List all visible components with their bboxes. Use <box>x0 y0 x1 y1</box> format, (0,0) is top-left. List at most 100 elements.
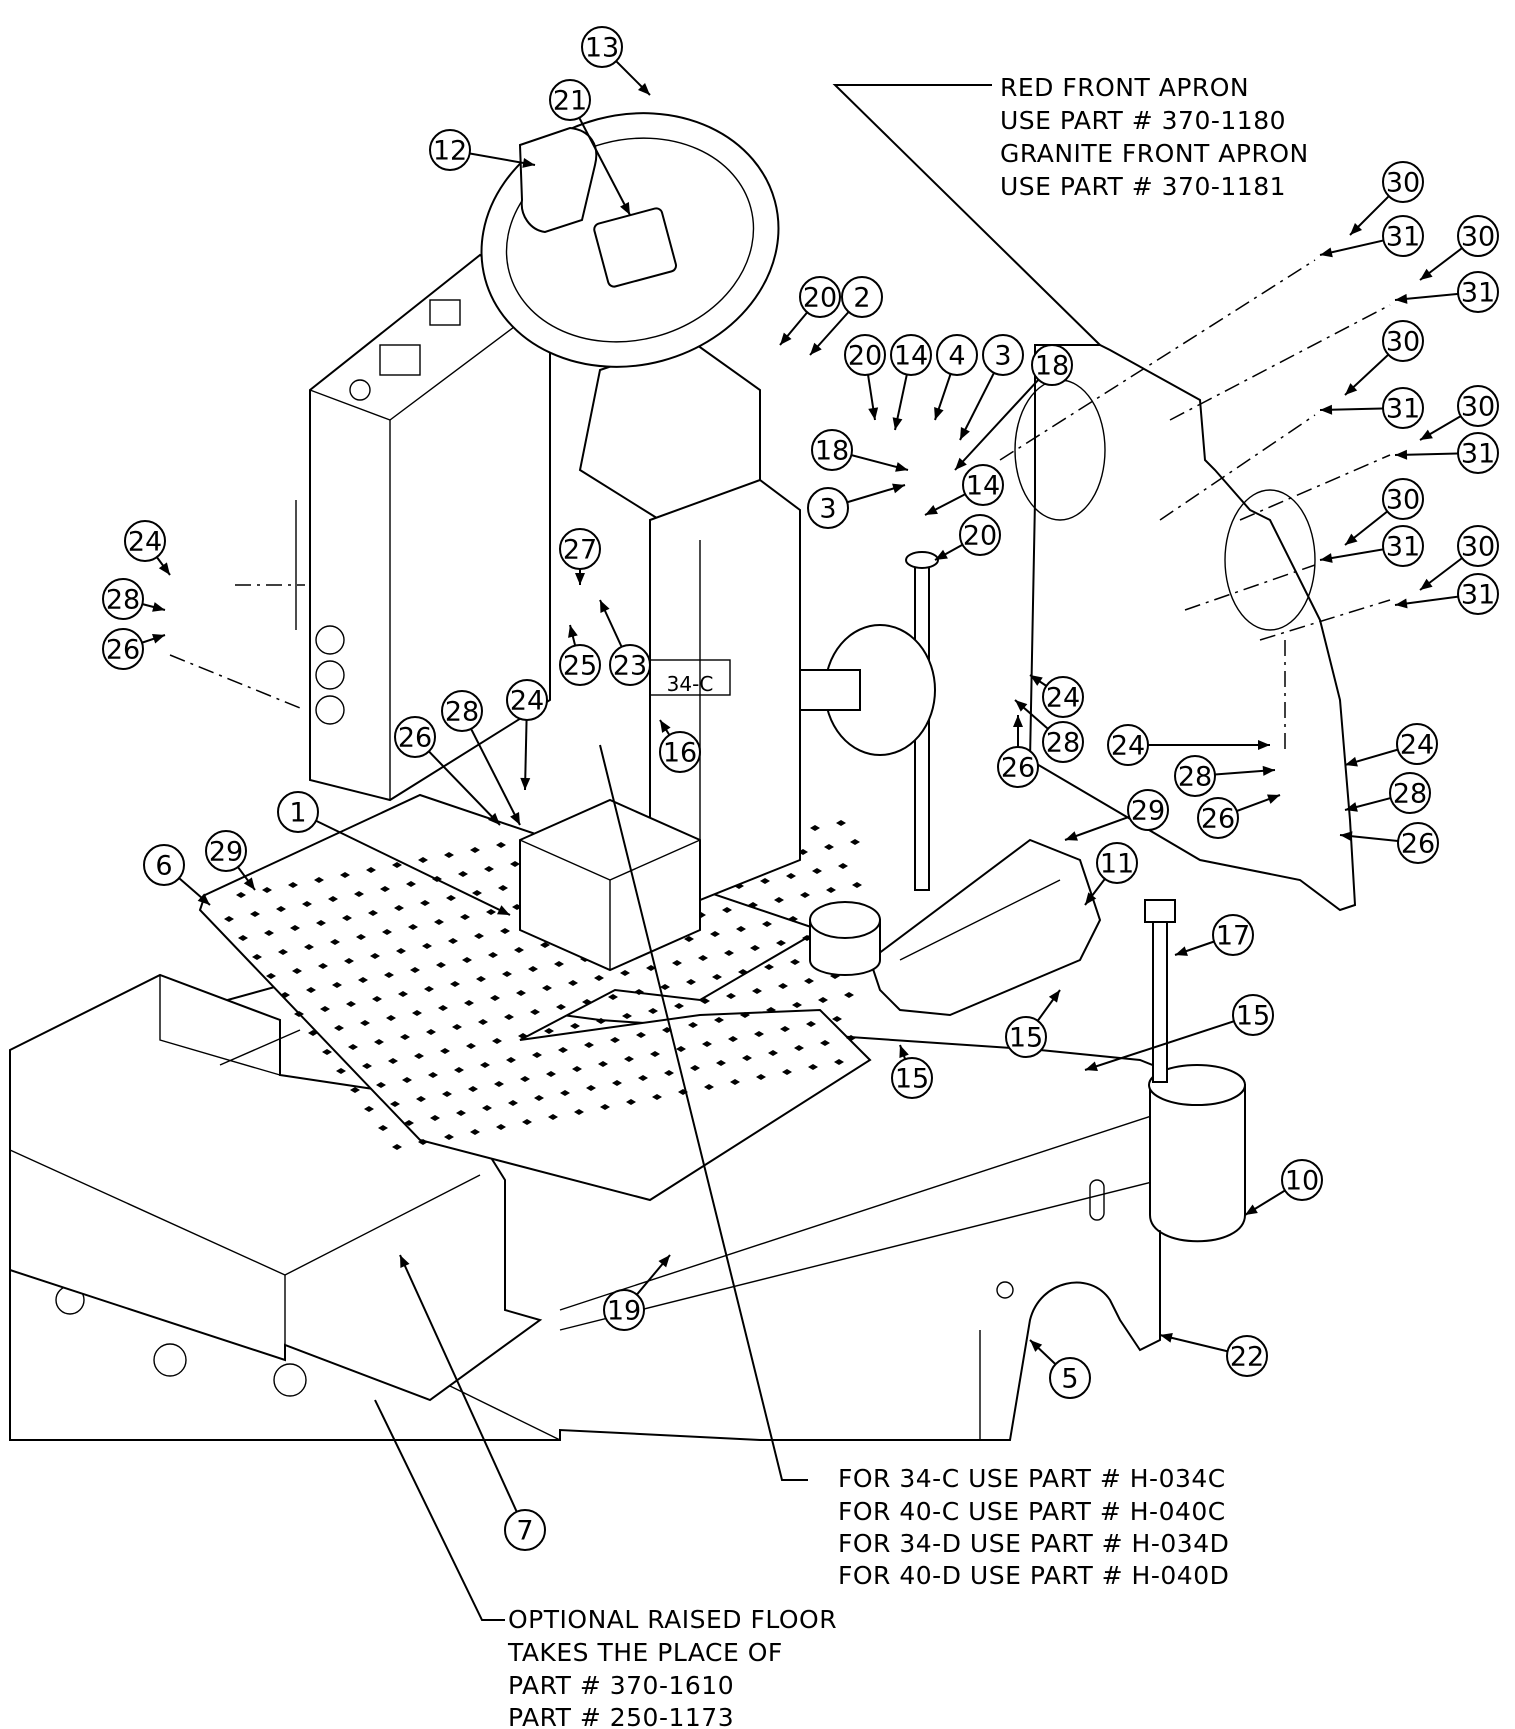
apron-note-line-1: RED FRONT APRON <box>1000 73 1249 102</box>
tread-diamond <box>330 939 340 945</box>
note-model-decals: FOR 34-C USE PART # H-034C FOR 40-C USE … <box>838 1464 1229 1590</box>
tread-diamond <box>406 881 416 887</box>
tread-diamond <box>610 1037 620 1043</box>
tread-diamond <box>468 1086 478 1092</box>
callout-bubble <box>102 578 144 620</box>
tread-diamond <box>496 1124 506 1130</box>
callout-number-18: 18 <box>1035 351 1069 382</box>
callout-number-29: 29 <box>1131 796 1165 827</box>
floor-note-line-3: PART # 370-1610 <box>508 1671 734 1700</box>
model-note-line-3: FOR 34-D USE PART # H-034D <box>838 1529 1229 1558</box>
tread-diamond <box>596 1018 606 1024</box>
tread-diamond <box>756 1074 766 1080</box>
tread-diamond <box>380 886 390 892</box>
callout-number-4: 4 <box>948 341 965 372</box>
tread-diamond <box>548 1114 558 1120</box>
tread-diamond <box>372 996 382 1002</box>
tread-diamond <box>556 1004 566 1010</box>
tread-diamond <box>810 825 820 831</box>
callout-bubble <box>844 334 886 376</box>
tread-diamond <box>342 915 352 921</box>
callout-arrowhead <box>935 549 948 560</box>
tread-diamond <box>636 1032 646 1038</box>
tread-diamond <box>360 1020 370 1026</box>
callout-bubble <box>441 690 483 732</box>
callout-number-28: 28 <box>445 697 479 728</box>
callout-arrowhead <box>1015 700 1028 712</box>
tread-diamond <box>420 900 430 906</box>
callout-arrowhead <box>660 720 671 733</box>
tread-diamond <box>544 1028 554 1034</box>
tread-diamond <box>730 1079 740 1085</box>
tread-diamond <box>418 857 428 863</box>
tread-diamond <box>584 1042 594 1048</box>
tread-diamond <box>598 1061 608 1067</box>
callout-number-19: 19 <box>607 1296 641 1327</box>
tread-diamond <box>316 920 326 926</box>
callout-bubble <box>890 334 932 376</box>
tread-diamond <box>384 972 394 978</box>
callout-number-15: 15 <box>895 1064 929 1095</box>
callout-bubble <box>841 276 883 318</box>
tread-diamond <box>358 977 368 983</box>
callout-number-31: 31 <box>1461 580 1495 611</box>
tread-diamond <box>570 1023 580 1029</box>
callout-bubble <box>811 429 853 471</box>
tread-diamond <box>428 1072 438 1078</box>
callout-leader <box>1084 1014 1254 1071</box>
tread-diamond <box>290 925 300 931</box>
callout-number-26: 26 <box>106 635 140 666</box>
callout-leader <box>399 1254 526 1531</box>
callout-bubble <box>394 716 436 758</box>
tread-diamond <box>462 957 472 963</box>
floor-note-line-4: PART # 250-1173 <box>508 1703 734 1729</box>
tread-diamond <box>748 902 758 908</box>
callout-arrowhead <box>892 483 905 494</box>
tread-diamond <box>574 1109 584 1115</box>
tread-diamond <box>520 1076 530 1082</box>
steering-column: 34-C <box>578 338 801 902</box>
tread-diamond <box>582 999 592 1005</box>
tread-diamond <box>340 872 350 878</box>
callout-number-28: 28 <box>106 585 140 616</box>
callout-number-28: 28 <box>1393 779 1427 810</box>
tread-diamond <box>780 1026 790 1032</box>
callout-leader <box>461 710 521 826</box>
callout-arrowhead <box>1345 802 1358 812</box>
tread-diamond <box>508 1100 518 1106</box>
tread-diamond <box>446 895 456 901</box>
tread-diamond <box>736 926 746 932</box>
callout-arrowhead <box>1350 222 1363 235</box>
callout-arrowhead <box>1420 429 1433 440</box>
tread-diamond <box>690 1065 700 1071</box>
callout-arrowhead <box>1030 675 1043 686</box>
tread-diamond <box>620 970 630 976</box>
tread-diamond <box>832 1016 842 1022</box>
tread-diamond <box>826 887 836 893</box>
tread-diamond <box>484 866 494 872</box>
tread-diamond <box>448 938 458 944</box>
callout-arrowhead <box>1395 449 1408 460</box>
callout-bubble <box>506 679 548 721</box>
tread-diamond <box>546 1071 556 1077</box>
callout-number-24: 24 <box>128 527 162 558</box>
assembly-lines <box>169 259 1391 1290</box>
tread-diamond <box>472 890 482 896</box>
tread-diamond <box>386 1015 396 1021</box>
callout-number-16: 16 <box>663 738 697 769</box>
callout-number-26: 26 <box>1201 804 1235 835</box>
tread-diamond <box>812 868 822 874</box>
note-red-front-apron: RED FRONT APRON USE PART # 370-1180 GRAN… <box>1000 73 1308 201</box>
tread-diamond <box>648 1008 658 1014</box>
callout-arrowhead <box>1065 831 1078 841</box>
callout-number-18: 18 <box>815 436 849 467</box>
tread-diamond <box>414 1053 424 1059</box>
tread-diamond <box>612 1080 622 1086</box>
tread-diamond <box>540 942 550 948</box>
tread-diamond <box>292 968 302 974</box>
callout-bubble <box>1049 1357 1091 1399</box>
callout-number-6: 6 <box>155 851 172 882</box>
callout-arrowhead <box>1245 1204 1258 1215</box>
tread-diamond <box>346 1001 356 1007</box>
tread-diamond <box>778 983 788 989</box>
